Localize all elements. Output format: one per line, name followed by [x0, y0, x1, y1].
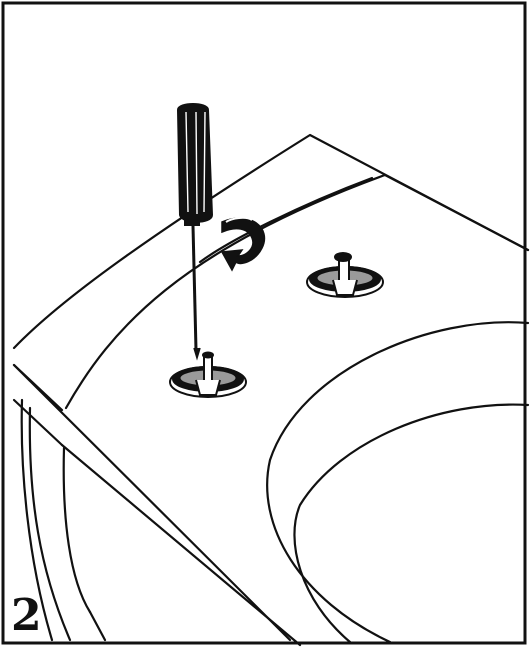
screwdriver-icon — [176, 103, 214, 361]
bowl-back-edge — [12, 133, 530, 350]
step-number: 2 — [11, 590, 42, 641]
rear-bolt — [306, 252, 384, 298]
front-bolt — [169, 351, 247, 398]
rotate-arrow-icon — [220, 216, 266, 272]
seat-opening — [266, 321, 530, 644]
toilet-bowl — [12, 133, 530, 647]
bowl-front-edge — [12, 363, 292, 642]
